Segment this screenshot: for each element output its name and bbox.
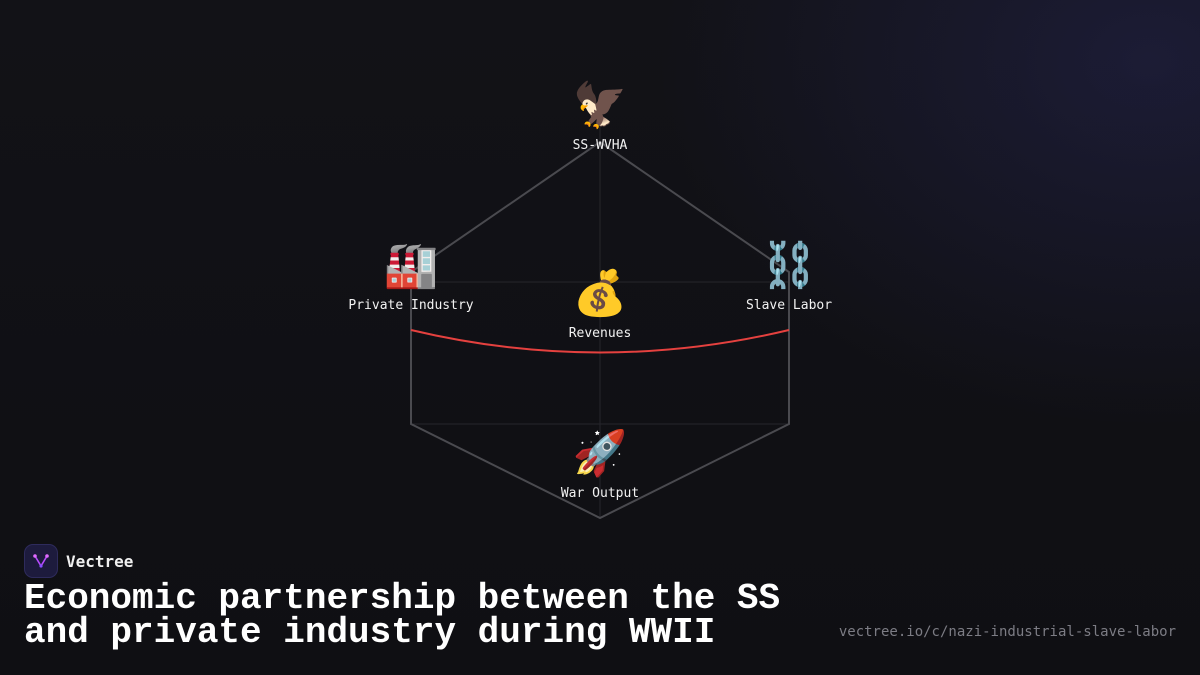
node-revenues: 💰 Revenues <box>569 268 632 341</box>
node-ss-wvha: 🦅 SS-WVHA <box>573 80 628 153</box>
node-private-industry: 🏭 Private Industry <box>348 240 473 313</box>
node-slave-labor: ⛓️ Slave Labor <box>746 240 832 313</box>
eagle-icon: 🦅 <box>572 80 628 131</box>
node-label: SS-WVHA <box>572 138 628 153</box>
node-label: Private Industry <box>348 298 474 313</box>
node-war-output: 🚀 War Output <box>561 428 639 501</box>
brand[interactable]: Vectree <box>24 544 133 578</box>
vectree-logo-icon <box>24 544 58 578</box>
node-label: Slave Labor <box>745 298 833 313</box>
chains-icon: ⛓️ <box>761 240 817 291</box>
rocket-icon: 🚀 <box>572 428 628 479</box>
revenue-flow-arc <box>410 329 790 354</box>
grid-lines <box>411 110 789 518</box>
hexagon-edges <box>410 140 790 520</box>
money-bag-icon: 💰 <box>572 268 628 319</box>
node-label: Revenues <box>568 326 632 341</box>
page-title: Economic partnership between the SS and … <box>24 578 781 653</box>
node-label: War Output <box>560 486 640 501</box>
source-url[interactable]: vectree.io/c/nazi-industrial-slave-labor <box>838 624 1176 640</box>
brand-name: Vectree <box>66 551 134 571</box>
factory-icon: 🏭 <box>383 240 439 291</box>
